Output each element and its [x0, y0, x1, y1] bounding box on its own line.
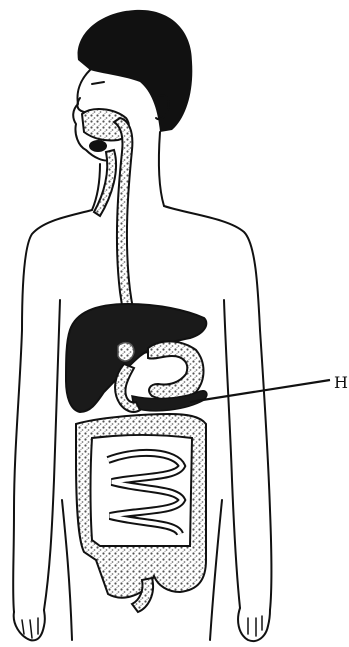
- duodenum: [115, 364, 140, 412]
- left-hand: [14, 610, 45, 640]
- tongue: [89, 140, 107, 152]
- waist-left: [62, 500, 72, 640]
- label-h: H: [334, 373, 348, 392]
- large-intestine: [76, 414, 206, 598]
- label-line-h: [190, 380, 330, 402]
- neck-right: [159, 132, 164, 206]
- right-hand: [238, 608, 270, 641]
- right-arm-inner: [224, 300, 240, 608]
- waist-right: [210, 500, 222, 640]
- left-arm-inner: [44, 300, 60, 610]
- eye: [92, 82, 104, 84]
- gallbladder: [118, 343, 134, 361]
- left-hand-fingers: [22, 618, 38, 638]
- right-hand-fingers: [248, 616, 262, 636]
- stomach: [148, 341, 204, 400]
